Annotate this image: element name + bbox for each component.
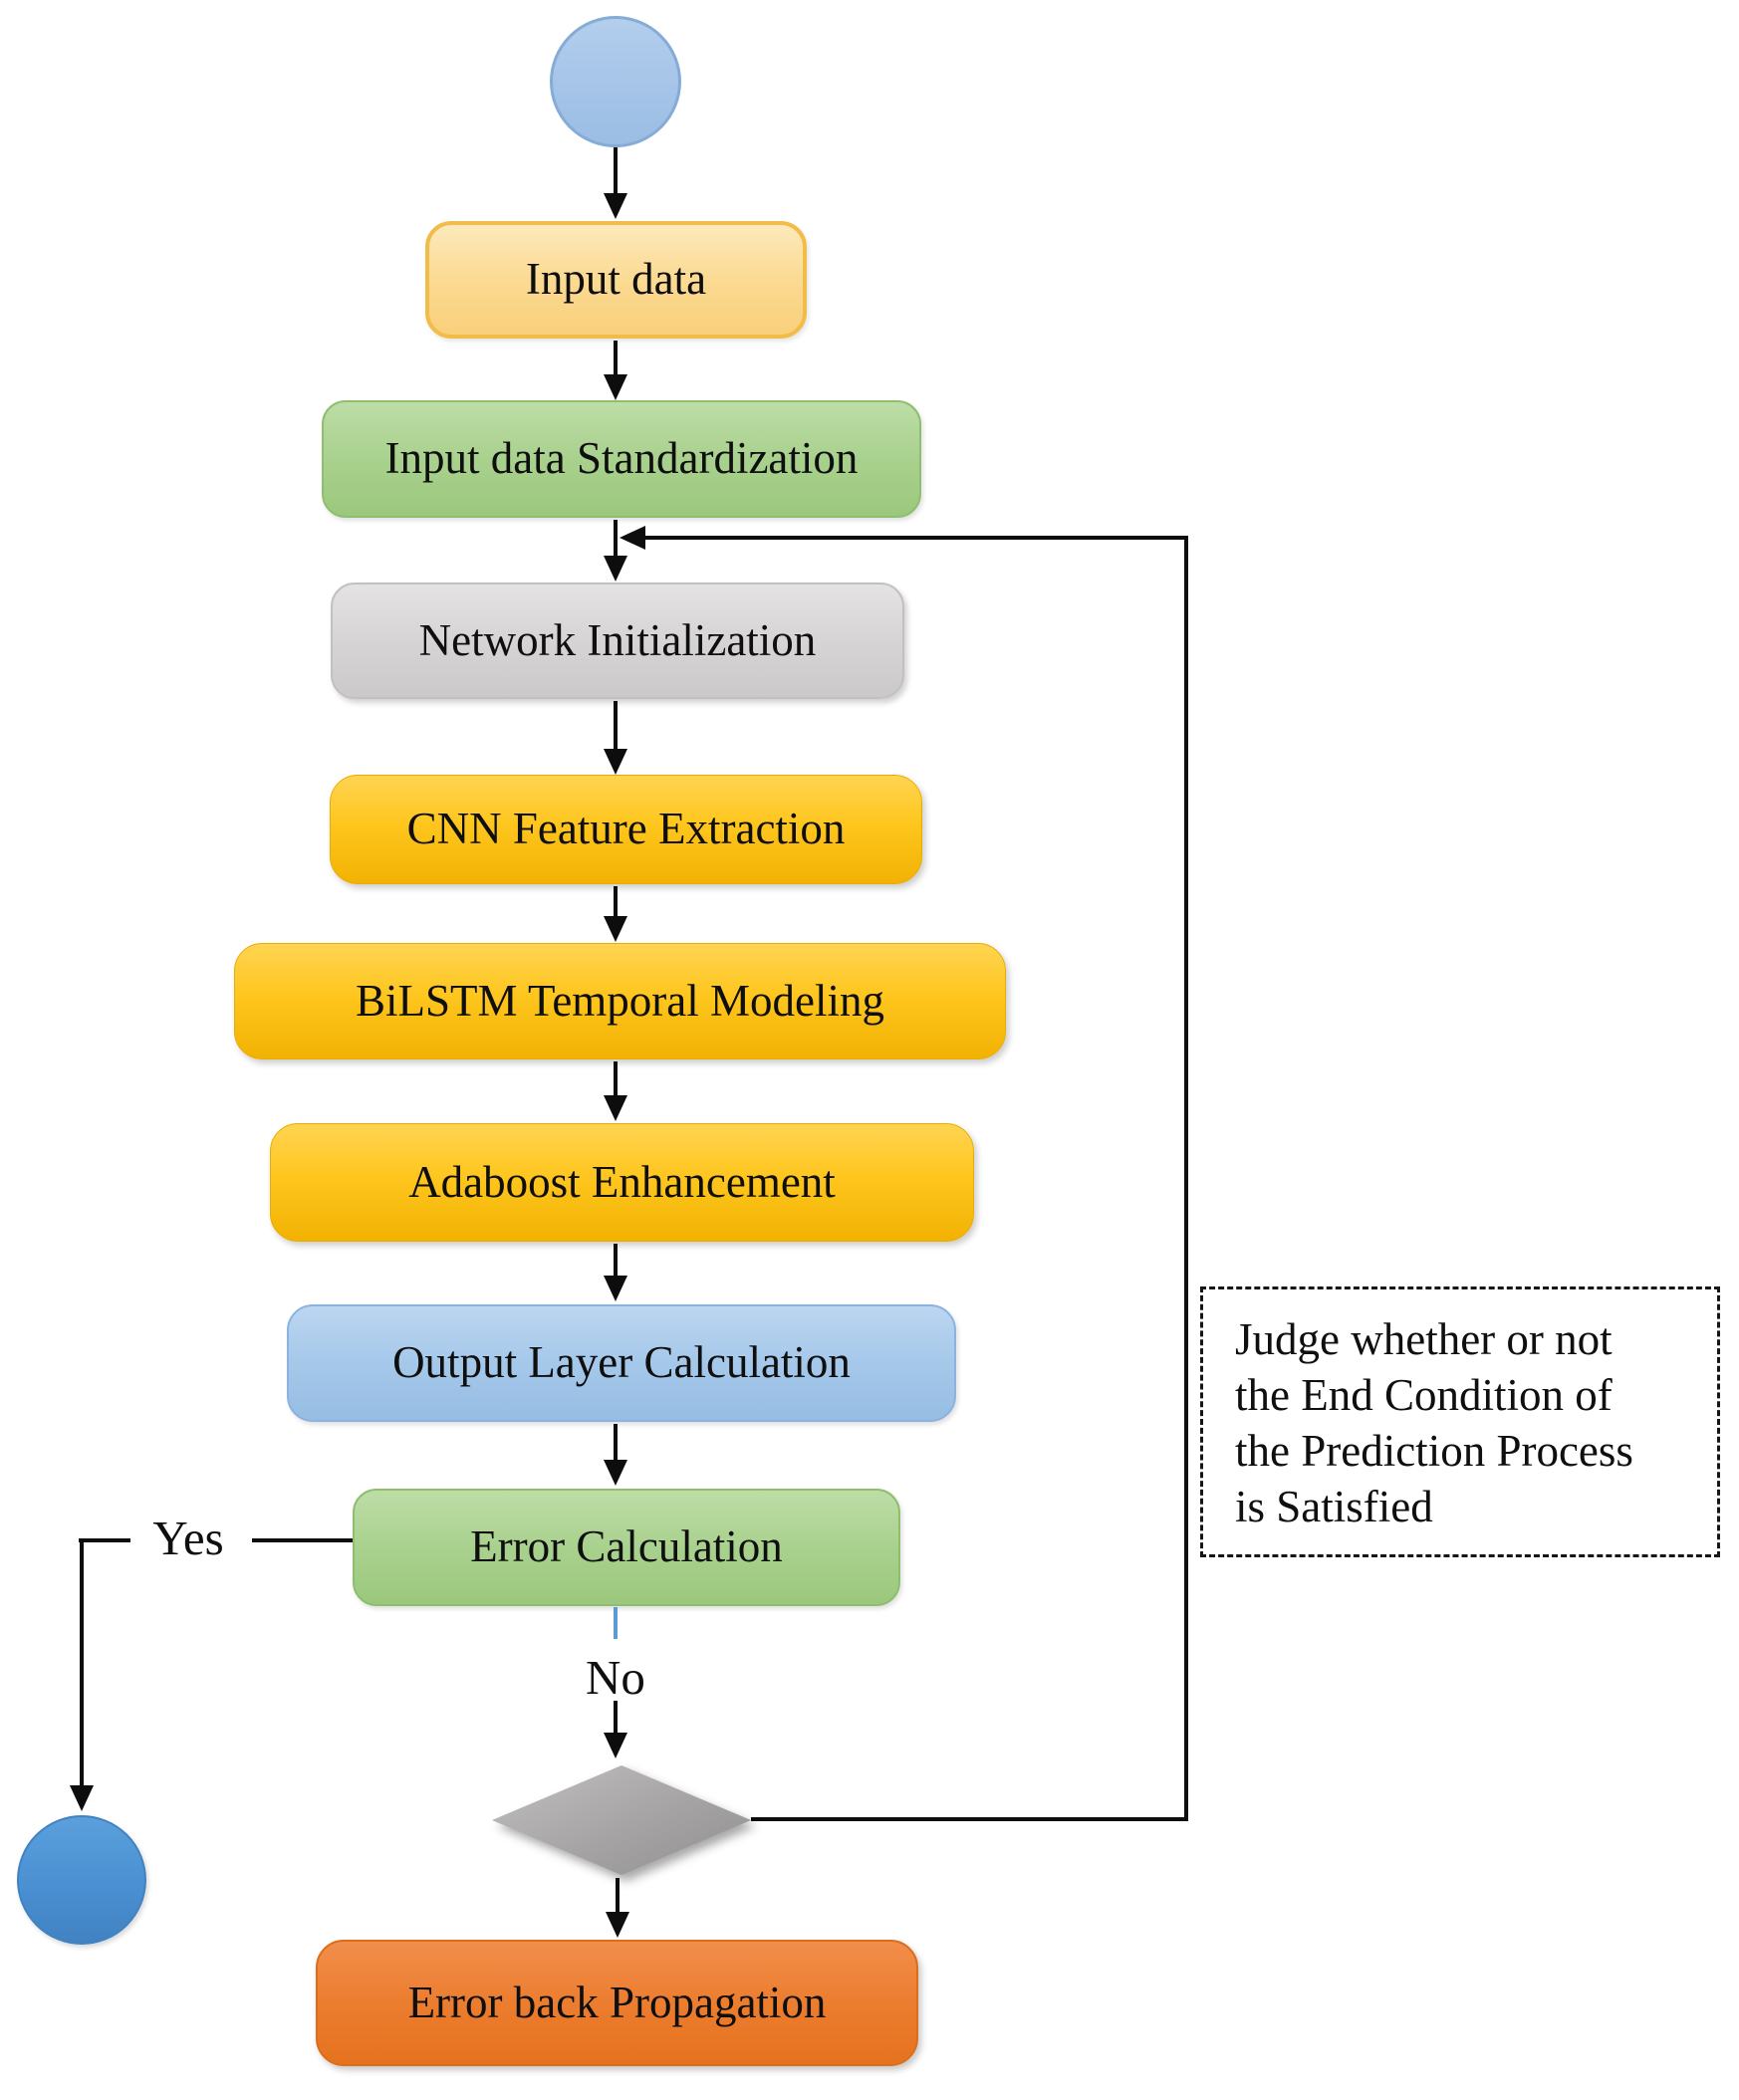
node-input-data: Input data xyxy=(425,221,807,339)
end-circle-node xyxy=(17,1815,146,1945)
arrow-input-to-standardization xyxy=(614,341,618,376)
judgement-note-line: the Prediction Process xyxy=(1235,1426,1633,1476)
feedback-line-vertical xyxy=(1184,536,1188,1821)
node-output-layer-label: Output Layer Calculation xyxy=(392,1337,851,1388)
node-bilstm-label: BiLSTM Temporal Modeling xyxy=(356,975,884,1026)
arrowhead-standardization-to-init xyxy=(604,556,627,582)
arrow-init-to-cnn xyxy=(614,701,618,751)
node-standardization: Input data Standardization xyxy=(322,400,921,518)
node-output-layer: Output Layer Calculation xyxy=(287,1304,956,1422)
yes-line-vertical xyxy=(80,1538,84,1787)
arrowhead-adaboost-to-output xyxy=(604,1276,627,1301)
arrowhead-start-to-input xyxy=(604,193,627,219)
arrow-standardization-to-init xyxy=(614,520,618,558)
judgement-note-line: the End Condition of xyxy=(1235,1370,1613,1420)
judgement-note: Judge whether or not the End Condition o… xyxy=(1200,1286,1720,1557)
arrowhead-yes-to-end xyxy=(70,1785,94,1811)
arrowhead-bilstm-to-adaboost xyxy=(604,1095,627,1121)
node-decision-diamond xyxy=(492,1765,751,1875)
node-bilstm: BiLSTM Temporal Modeling xyxy=(234,943,1006,1059)
node-adaboost: Adaboost Enhancement xyxy=(270,1123,974,1242)
feedback-line-top xyxy=(643,536,1188,540)
decision-diamond-shape xyxy=(492,1765,751,1875)
node-error-back: Error back Propagation xyxy=(316,1940,918,2066)
arrow-output-to-error xyxy=(614,1424,618,1462)
node-error-calc-label: Error Calculation xyxy=(470,1521,783,1572)
yes-line-right xyxy=(252,1538,353,1542)
node-cnn-label: CNN Feature Extraction xyxy=(406,804,846,854)
arrowhead-no-to-decision xyxy=(604,1733,627,1758)
arrow-cnn-to-bilstm xyxy=(614,886,618,918)
judgement-note-line: is Satisfied xyxy=(1235,1482,1433,1531)
arrowhead-decision-to-backprop xyxy=(606,1912,629,1938)
node-input-data-label: Input data xyxy=(525,254,707,305)
arrow-no-to-decision xyxy=(614,1701,618,1735)
no-label: No xyxy=(586,1650,645,1705)
start-circle-node xyxy=(550,16,681,147)
feedback-arrowhead xyxy=(620,526,645,550)
node-error-calc: Error Calculation xyxy=(353,1489,900,1606)
node-adaboost-label: Adaboost Enhancement xyxy=(408,1156,836,1207)
arrowhead-init-to-cnn xyxy=(604,749,627,775)
no-line-blue-segment xyxy=(614,1607,618,1639)
arrow-start-to-input xyxy=(614,147,618,195)
arrowhead-input-to-standardization xyxy=(604,374,627,400)
node-error-back-label: Error back Propagation xyxy=(407,1977,827,2027)
feedback-line-bottom xyxy=(751,1817,1188,1821)
node-network-init: Network Initialization xyxy=(331,583,904,699)
node-cnn: CNN Feature Extraction xyxy=(330,775,922,884)
yes-line-left xyxy=(79,1538,130,1542)
node-standardization-label: Input data Standardization xyxy=(384,433,859,484)
arrowhead-output-to-error xyxy=(604,1460,627,1486)
arrow-bilstm-to-adaboost xyxy=(614,1061,618,1097)
judgement-note-line: Judge whether or not xyxy=(1235,1314,1613,1364)
arrow-adaboost-to-output xyxy=(614,1244,618,1278)
node-network-init-label: Network Initialization xyxy=(418,614,817,665)
arrowhead-cnn-to-bilstm xyxy=(604,916,627,942)
arrow-decision-to-backprop xyxy=(616,1878,620,1914)
yes-label: Yes xyxy=(152,1511,224,1565)
